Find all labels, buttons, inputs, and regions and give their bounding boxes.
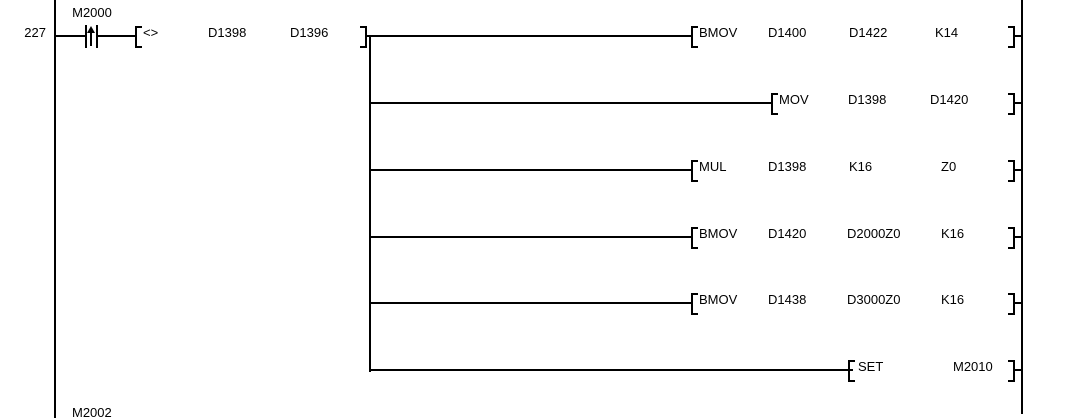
operand-2: K16 — [849, 159, 873, 174]
compare-operand-1: D1398 — [208, 25, 247, 40]
wire — [1014, 236, 1022, 238]
close-bracket — [1008, 360, 1015, 382]
branch-bus — [369, 35, 371, 372]
close-bracket — [1008, 293, 1015, 315]
operand-1: D1420 — [768, 226, 807, 241]
operand-3: K14 — [935, 25, 959, 40]
wire — [56, 35, 86, 37]
operand-2: D1422 — [849, 25, 888, 40]
operand-3: K16 — [941, 292, 965, 307]
open-bracket — [135, 26, 142, 48]
contact-label: M2000 — [72, 5, 112, 20]
operand-2: D2000Z0 — [847, 226, 901, 241]
operand-1: D1398 — [768, 159, 807, 174]
operand-2: D1420 — [930, 92, 969, 107]
mnemonic: MUL — [699, 159, 727, 174]
rising-edge-arrow-icon — [87, 26, 95, 33]
mnemonic: MOV — [779, 92, 809, 107]
wire — [1014, 369, 1022, 371]
wire — [369, 236, 693, 238]
open-bracket — [691, 160, 698, 182]
operand-3: K16 — [941, 226, 965, 241]
wire — [369, 302, 693, 304]
contact-bar-left — [85, 25, 87, 48]
close-bracket — [360, 26, 367, 48]
wire — [369, 169, 693, 171]
open-bracket — [691, 293, 698, 315]
wire — [1014, 169, 1022, 171]
compare-operand-2: D1396 — [290, 25, 329, 40]
close-bracket — [1008, 227, 1015, 249]
left-power-rail — [54, 0, 56, 418]
rung-number: 227 — [24, 25, 46, 40]
wire — [1014, 302, 1022, 304]
operand-1: D1398 — [848, 92, 887, 107]
close-bracket — [1008, 26, 1015, 48]
close-bracket — [1008, 160, 1015, 182]
open-bracket — [691, 227, 698, 249]
rising-edge-arrow-stem — [90, 32, 92, 46]
mnemonic: BMOV — [699, 226, 738, 241]
operand-1: M2010 — [953, 359, 993, 374]
open-bracket — [691, 26, 698, 48]
wire — [98, 35, 135, 37]
wire — [1014, 102, 1022, 104]
open-bracket — [848, 360, 855, 382]
wire — [369, 102, 773, 104]
next-rung-contact-label[interactable]: M2002 — [72, 405, 112, 418]
mnemonic: BMOV — [699, 292, 738, 307]
operand-3: Z0 — [941, 159, 957, 174]
mnemonic: BMOV — [699, 25, 738, 40]
mnemonic: SET — [858, 359, 884, 374]
operand-1: D1400 — [768, 25, 807, 40]
operand-1: D1438 — [768, 292, 807, 307]
wire — [369, 369, 853, 371]
open-bracket — [771, 93, 778, 115]
wire — [366, 35, 693, 37]
right-power-rail — [1021, 0, 1023, 414]
compare-symbol: <> — [143, 25, 159, 40]
wire — [1014, 35, 1022, 37]
close-bracket — [1008, 93, 1015, 115]
contact-bar-right — [96, 25, 98, 48]
operand-2: D3000Z0 — [847, 292, 901, 307]
